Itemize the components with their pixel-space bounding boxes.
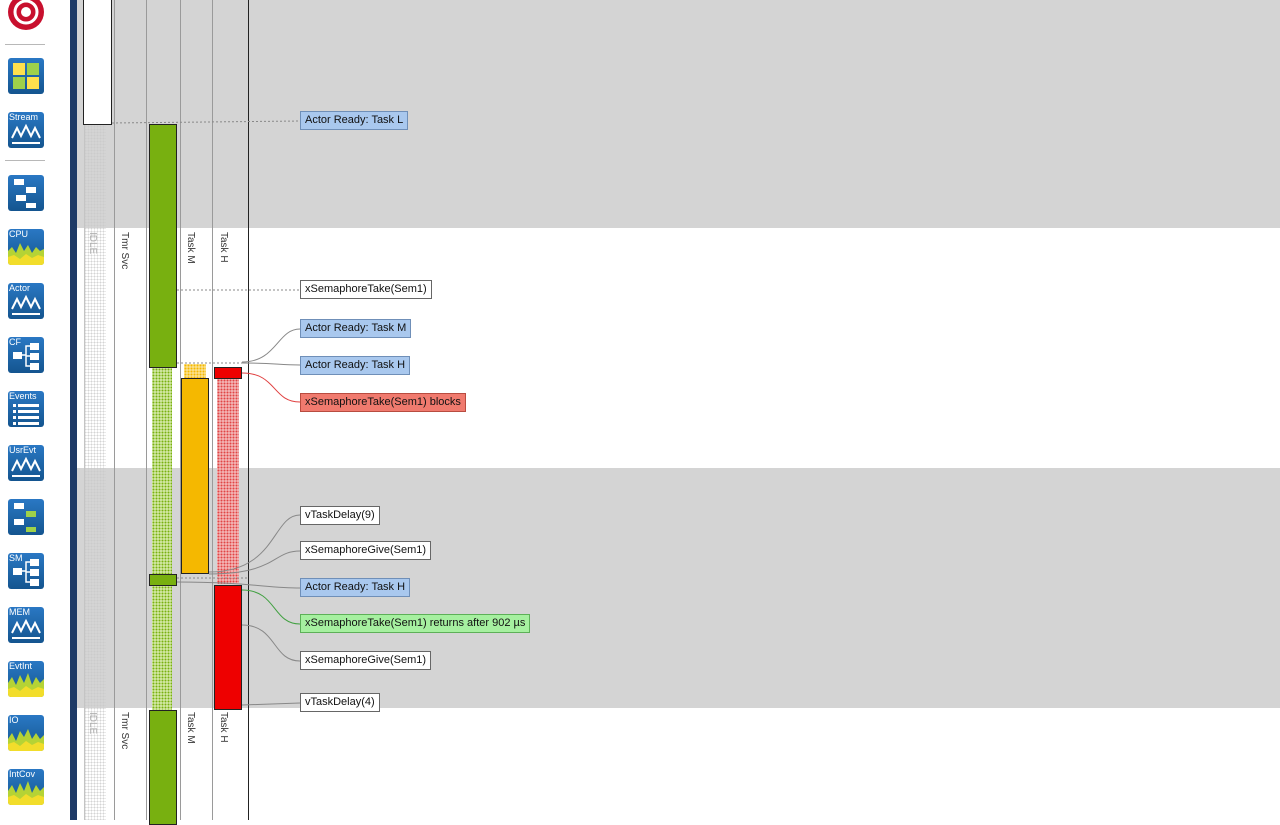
time-band — [77, 0, 1280, 228]
task-m-execution[interactable] — [149, 574, 177, 586]
memory-icon — [11, 618, 41, 639]
event-list-button[interactable]: Events — [8, 391, 44, 427]
event-intensity-icon — [8, 673, 44, 697]
communication-flow-icon — [13, 343, 39, 370]
tool-label: IO — [9, 715, 19, 725]
task-m-ready-interval — [152, 586, 172, 710]
event-label-semaphore-give[interactable]: xSemaphoreGive(Sem1) — [300, 541, 432, 560]
task-h-execution[interactable] — [214, 367, 242, 379]
time-band — [77, 468, 1280, 708]
stream-button[interactable]: Stream — [8, 112, 44, 148]
time-band — [77, 228, 1280, 468]
event-label-actor-ready-task-h[interactable]: Actor Ready: Task H — [300, 356, 411, 375]
user-events-icon — [11, 456, 41, 477]
event-label-semaphore-take[interactable]: xSemaphoreTake(Sem1) — [300, 280, 432, 299]
communication-flow-button[interactable]: CF — [8, 337, 44, 373]
task-l-execution[interactable] — [83, 0, 112, 125]
user-events-button[interactable]: UsrEvt — [8, 445, 44, 481]
event-label-actor-ready-task-h[interactable]: Actor Ready: Task H — [300, 578, 411, 597]
tool-label: EvtInt — [9, 661, 33, 671]
trace-view-button[interactable] — [8, 175, 44, 211]
state-machine-icon — [13, 559, 39, 586]
lane-label-idle: IDLE — [87, 712, 98, 735]
memory-button[interactable]: MEM — [8, 607, 44, 643]
task-m-ready-interval — [152, 368, 172, 574]
event-label-actor-ready-task-l[interactable]: Actor Ready: Task L — [300, 111, 409, 130]
lane-label-idle: IDLE — [87, 232, 98, 255]
cpu-load-icon — [8, 243, 44, 265]
event-label-semaphore-give[interactable]: xSemaphoreGive(Sem1) — [300, 651, 432, 670]
task-h-blocked-interval — [217, 379, 239, 584]
toolbar-separator — [5, 160, 45, 161]
stream-graph-icon — [11, 123, 41, 144]
event-intensity-button[interactable]: EvtInt — [8, 661, 44, 697]
interval-coverage-button[interactable]: IntCov — [8, 769, 44, 805]
actor-graph-icon — [11, 294, 41, 315]
idle-lane — [84, 125, 106, 820]
tool-label: SM — [9, 553, 23, 563]
event-list-icon — [13, 404, 39, 425]
tool-label: Events — [9, 391, 37, 401]
lane-label-task-h: Task H — [218, 232, 229, 263]
cpu-load-button[interactable]: CPU — [8, 229, 44, 265]
io-icon — [8, 729, 44, 751]
task-m-mid-ready-interval — [184, 364, 206, 378]
sidebar-border — [70, 0, 77, 820]
event-connectors — [111, 120, 301, 706]
tool-label: Actor — [9, 283, 31, 293]
task-m-mid-execution[interactable] — [181, 378, 209, 574]
interval-coverage-icon — [8, 781, 44, 805]
event-label-task-delay[interactable]: vTaskDelay(4) — [300, 693, 380, 712]
task-m-execution[interactable] — [149, 710, 177, 825]
tool-label: CF — [9, 337, 21, 347]
tool-label: CPU — [9, 229, 29, 239]
event-label-semaphore-take-returns[interactable]: xSemaphoreTake(Sem1) returns after 902 µ… — [300, 614, 531, 633]
lane-label-tmr-svc: Tmr Svc — [119, 712, 130, 750]
tool-label: IntCov — [9, 769, 36, 779]
task-h-execution[interactable] — [214, 585, 242, 710]
lane-divider — [248, 0, 249, 820]
tool-label: MEM — [9, 607, 30, 617]
fragmentation-icon — [14, 503, 36, 532]
lane-label-task-m: Task M — [185, 712, 196, 744]
trace-view[interactable]: IDLE Tmr Svc Task M Task H IDLE Tmr Svc … — [77, 0, 1280, 825]
dashboard-button[interactable] — [8, 58, 44, 94]
tool-label: UsrEvt — [9, 445, 36, 455]
task-m-execution[interactable] — [149, 124, 177, 368]
time-band — [77, 708, 1280, 820]
dashboard-icon — [13, 63, 39, 89]
lane-divider — [84, 0, 85, 820]
lane-label-tmr-svc: Tmr Svc — [119, 232, 130, 270]
lane-divider — [146, 0, 147, 820]
event-label-task-delay[interactable]: vTaskDelay(9) — [300, 506, 380, 525]
fragmentation-button[interactable] — [8, 499, 44, 535]
event-label-semaphore-take-blocks[interactable]: xSemaphoreTake(Sem1) blocks — [300, 393, 466, 412]
trace-view-icon — [14, 179, 36, 208]
tool-label: Stream — [9, 112, 39, 122]
io-button[interactable]: IO — [8, 715, 44, 751]
lane-divider — [114, 0, 115, 820]
event-label-actor-ready-task-m[interactable]: Actor Ready: Task M — [300, 319, 412, 338]
lane-label-task-m: Task M — [185, 232, 196, 264]
view-toolbar: Stream CPU Actor CF — [0, 0, 70, 820]
state-machine-button[interactable]: SM — [8, 553, 44, 589]
lane-divider — [180, 0, 181, 820]
record-icon — [13, 0, 39, 25]
record-button[interactable] — [8, 0, 44, 30]
toolbar-separator — [5, 44, 45, 45]
lane-label-task-h: Task H — [218, 712, 229, 743]
actor-graph-button[interactable]: Actor — [8, 283, 44, 319]
lane-divider — [212, 0, 213, 820]
